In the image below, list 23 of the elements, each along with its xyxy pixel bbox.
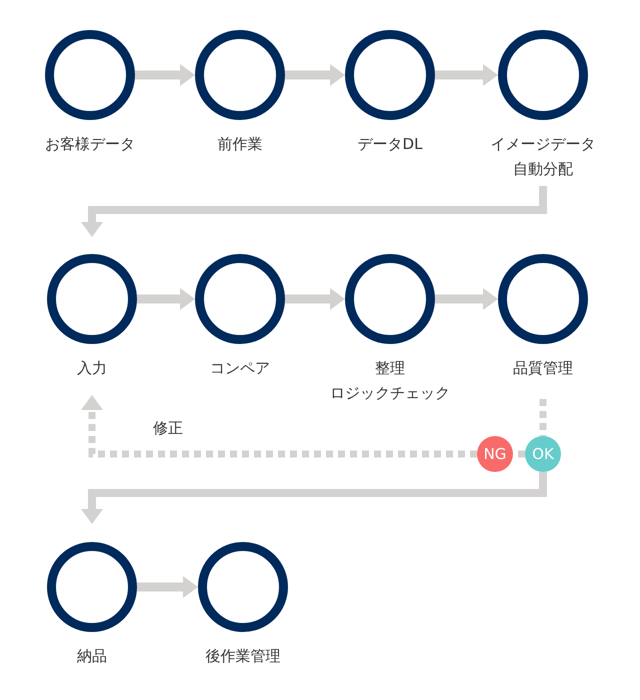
arrow (135, 64, 195, 86)
arrow (435, 64, 498, 86)
step-label: お客様データ (45, 134, 135, 155)
step-label: 入力 (77, 358, 107, 379)
status-badge: NG (477, 436, 513, 472)
step-label: 前作業 (218, 134, 262, 155)
status-badge: OK (525, 436, 561, 472)
arrow (137, 576, 198, 598)
arrow (81, 395, 477, 458)
arrow (285, 288, 345, 310)
step-label: 品質管理 (513, 358, 573, 379)
arrow (435, 288, 498, 310)
arrow (81, 186, 547, 237)
step-label: イメージデータ自動分配 (490, 134, 596, 180)
arrow (285, 64, 345, 86)
step-label: データDL (358, 134, 422, 155)
arrow (81, 472, 547, 524)
connector-line (540, 399, 546, 436)
step-label: 後作業管理 (206, 646, 280, 667)
step-label: 納品 (77, 646, 107, 667)
arrow (137, 288, 195, 310)
step-label: 整理ロジックチェック (330, 358, 450, 404)
step-label: コンペア (210, 358, 270, 379)
